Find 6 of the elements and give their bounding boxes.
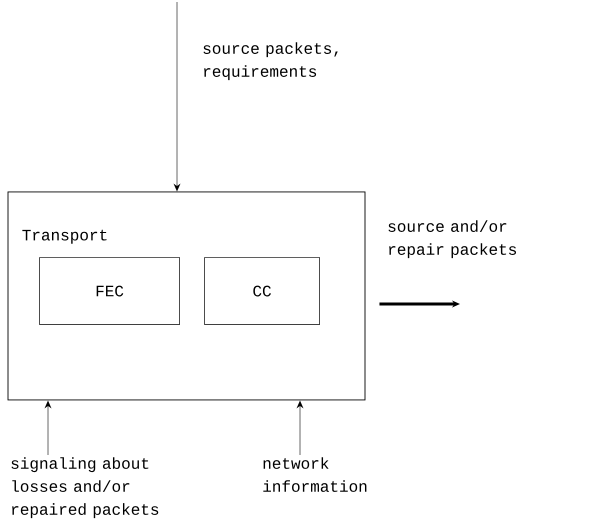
box: FEC [39, 257, 180, 325]
edge-label: source and/or repair packets [388, 220, 516, 258]
box: CC [204, 257, 320, 325]
edge-label: source packets, requirements [204, 42, 338, 80]
text-label: network information [263, 457, 366, 492]
text-label: signaling about losses and/or repaired packets [12, 457, 158, 518]
